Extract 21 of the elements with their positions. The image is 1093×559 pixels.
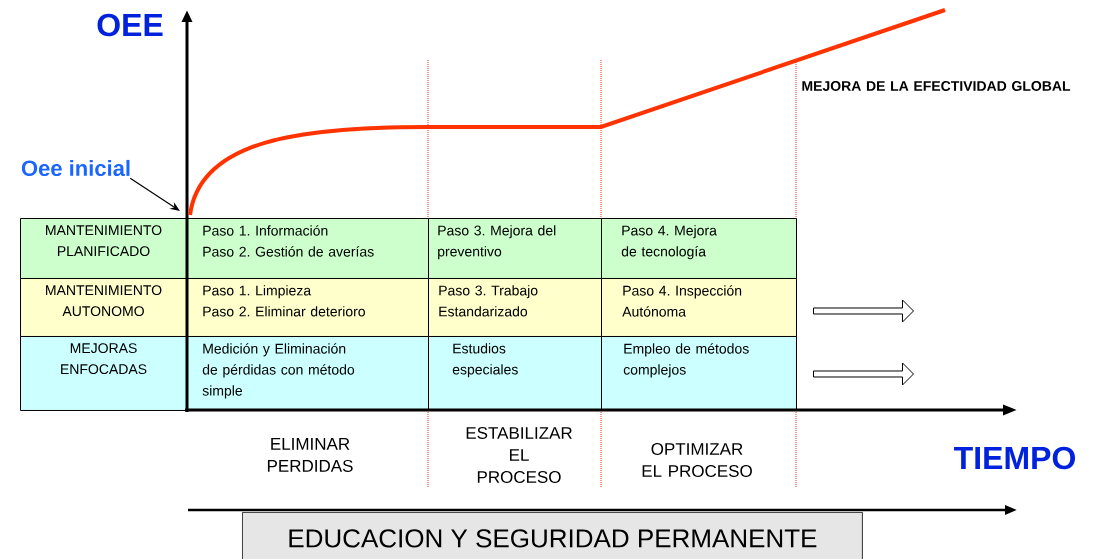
table-cell: Empleo de métodos complejos [601,336,797,411]
table-cell: Paso 3. Mejora del preventivo [428,218,602,279]
table-cell: Medición y Eliminación de pérdidas con método simple [187,336,429,411]
table-cell: Paso 3. Trabajo Estandarizado [428,278,602,337]
table-cell: Paso 4. Inspección Autónoma [601,278,797,337]
curve-label: MEJORA DE LA EFECTIVIDAD GLOBAL [802,81,1071,91]
table-cell: Paso 1. Información Paso 2. Gestión de averías [187,218,429,279]
table-cell: Paso 4. Mejora de tecnología [601,218,797,279]
axis-title: OEE [97,13,163,37]
row-heading-cell: MEJORAS ENFOCADAS [20,336,188,411]
table-cell: Estudios especiales [428,336,602,411]
row-heading-cell: MANTENIMIENTO AUTONOMO [20,278,188,337]
annotation-text: Oee inicial [21,159,130,177]
banner-box: EDUCACION Y SEGURIDAD PERMANENTE [242,512,863,559]
leader-arrow [129,177,180,211]
axis-title: TIEMPO [954,446,1075,470]
table-cell: Paso 1. Limpieza Paso 2. Eliminar deterioro [187,278,429,337]
phase-label: ESTABILIZAR EL PROCESO [466,426,572,483]
phase-label: OPTIMIZAR EL PROCESO [642,442,752,477]
row-heading-cell: MANTENIMIENTO PLANIFICADO [20,218,188,279]
phase-label: ELIMINAR PERDIDAS [267,438,353,472]
